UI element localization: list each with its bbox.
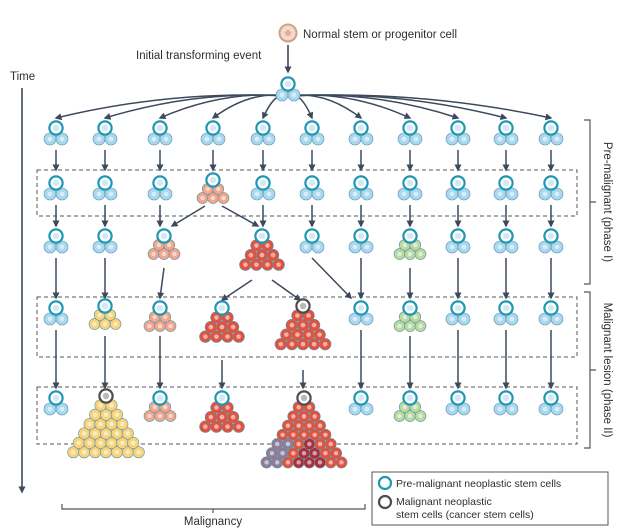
legend-malignant-label-line1: Malignant neoplastic <box>396 496 492 508</box>
row3-unit-2 <box>92 228 118 254</box>
cancer-stem-cell-icon <box>377 494 393 510</box>
row3-red-clone <box>239 228 285 271</box>
row5-cancer-clone <box>260 390 348 469</box>
phase1-label: Pre-malignant (phase I) <box>601 142 613 262</box>
malignancy-label: Malignancy <box>184 516 242 528</box>
root-stem-cell-cluster <box>275 76 301 102</box>
row2-unit-9 <box>445 175 471 201</box>
row2-unit-1 <box>43 175 69 201</box>
row3-unit-7 <box>348 228 374 254</box>
row1-unit-3 <box>147 120 173 146</box>
phase2-bracket <box>584 291 596 449</box>
row5-unit-12 <box>538 390 564 416</box>
row5-unit-11 <box>493 390 519 416</box>
row5-peach-clone <box>143 390 177 422</box>
legend-malignant-label-line2: stem cells (cancer stem cells) <box>396 509 534 521</box>
row4-unit-8 <box>348 300 374 326</box>
phase1-dashed-box <box>36 169 578 217</box>
row5-green-clone <box>393 390 427 422</box>
phase2-label: Malignant lesion (phase II) <box>601 303 613 438</box>
row5-unit-10 <box>445 390 471 416</box>
row1-unit-10 <box>493 120 519 146</box>
malignancy-bracket <box>61 504 366 513</box>
row1-unit-2 <box>92 120 118 146</box>
row3-peach-clone <box>147 228 181 260</box>
normal-cell-label: Normal stem or progenitor cell <box>303 29 457 41</box>
row4-cancer-clone <box>274 298 332 351</box>
row4-yellow-clone <box>88 298 122 330</box>
row1-unit-1 <box>43 120 69 146</box>
row2-unit-11 <box>538 175 564 201</box>
row1-unit-4 <box>200 120 226 146</box>
row2-peach-clone <box>196 172 230 204</box>
row3-unit-11 <box>538 228 564 254</box>
row5-yellow-cancer-clone <box>67 388 145 459</box>
row2-unit-3 <box>147 175 173 201</box>
normal-cell-icon <box>278 23 298 43</box>
row5-unit-1 <box>43 390 69 416</box>
row4-unit-11 <box>493 300 519 326</box>
row1-unit-7 <box>348 120 374 146</box>
row3-unit-6 <box>299 228 325 254</box>
row4-unit-12 <box>538 300 564 326</box>
row1-unit-5 <box>250 120 276 146</box>
row3-green-clone <box>393 228 427 260</box>
row2-unit-7 <box>348 175 374 201</box>
row2-unit-10 <box>493 175 519 201</box>
legend-box: Pre-malignant neoplastic stem cells Mali… <box>371 471 609 526</box>
phase2-dashed-box-lower <box>36 386 578 445</box>
row5-unit-8 <box>348 390 374 416</box>
row1-unit-8 <box>397 120 423 146</box>
row5-red-clone <box>199 390 245 433</box>
row4-peach-clone <box>143 300 177 332</box>
phase2-dashed-box-upper <box>36 296 578 358</box>
row1-unit-9 <box>445 120 471 146</box>
premalignant-stem-cell-icon <box>377 475 393 491</box>
cell-clusters <box>43 76 564 469</box>
row3-unit-10 <box>493 228 519 254</box>
row2-unit-5 <box>250 175 276 201</box>
legend-premalignant-label: Pre-malignant neoplastic stem cells <box>396 478 561 490</box>
row3-unit-9 <box>445 228 471 254</box>
row2-unit-8 <box>397 175 423 201</box>
row1-unit-11 <box>538 120 564 146</box>
row2-unit-2 <box>92 175 118 201</box>
row4-red-clone <box>199 300 245 343</box>
row1-unit-6 <box>299 120 325 146</box>
row4-unit-10 <box>445 300 471 326</box>
row4-green-clone <box>393 300 427 332</box>
initial-event-label: Initial transforming event <box>136 50 262 62</box>
phase1-bracket <box>584 119 596 285</box>
row2-unit-6 <box>299 175 325 201</box>
row3-unit-1 <box>43 228 69 254</box>
time-label: Time <box>10 71 35 83</box>
row4-unit-1 <box>43 300 69 326</box>
